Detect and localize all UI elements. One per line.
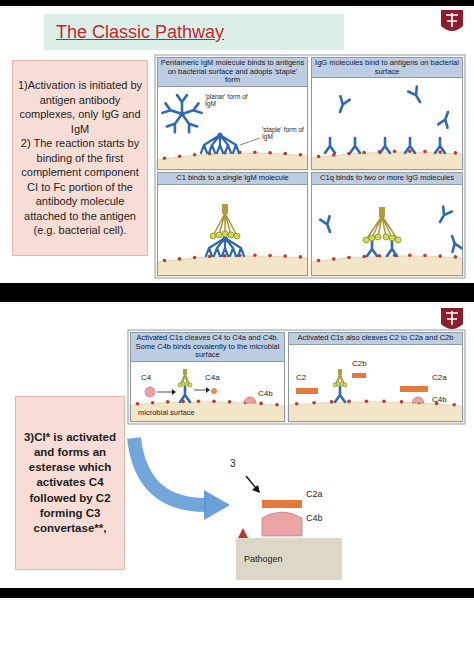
c1-complex [210,204,240,239]
surface-label: Pathogen [244,555,283,565]
bacterial-surface [157,256,308,276]
antigen-dot [312,401,316,405]
antigen-dot [283,254,287,258]
step-number: 3 [230,458,236,469]
antigen-dot [454,151,458,155]
logo [441,308,463,329]
antigen-dot [295,402,299,406]
note-box: 3)CI* is activated and forms an esterase… [15,396,125,570]
panel-caption: Activated C1s also cleaves C2 to C2a and… [289,333,462,345]
figure-panel: C1 binds to a single IgM molecule [157,172,308,276]
surface-label: microbial surface [138,409,195,417]
bacterial-surface [157,153,308,170]
antigen-dot [400,400,404,404]
logo [441,10,463,31]
antigen-dot [268,254,272,258]
antigen-dot [268,151,272,155]
note-text: 3)CI* is activated and forms an esterase… [20,430,120,536]
panel-caption: IgG molecules bind to antigens on bacter… [312,58,462,78]
antigen-dot [362,151,366,155]
antigen-dot [299,153,303,157]
component-label: C4b [306,514,323,524]
figure-panel: IgG molecules bind to antigens on bacter… [311,57,463,170]
panel-caption: C1 binds to a single IgM molecule [158,173,307,185]
antigen-dot [423,150,427,154]
panel-caption: Activated C1s cleaves C4 to C4a and C4b.… [131,333,284,362]
panel-caption: Pentameric IgM molecule binds to antigen… [158,58,307,87]
component-label: C2a [306,490,323,500]
note-box: 1)Activation is initiated by antigen ant… [12,60,148,256]
antigen-dot [393,150,397,154]
antigen-dot [408,254,412,258]
antigen-dot [452,403,456,407]
planar-igm [162,95,201,132]
figure-panel: C1q binds to two or more IgG molecules [311,172,463,276]
antigen-dot [317,155,321,159]
antigen-dot [228,400,232,404]
component-label: C4b [432,396,447,405]
figure-panel: Pentameric IgM molecule binds to antigen… [157,57,308,170]
antigen-dot [193,153,197,157]
antigen-dot [382,400,386,404]
antigen-dot [136,402,140,406]
component-label: C2a [432,374,447,383]
antigen-dot [253,151,257,155]
component-label: C2b [352,360,367,369]
component-label: C2 [296,374,306,383]
slide-title: The Classic Pathway [44,14,344,50]
antigen-dot [362,255,366,259]
component-label: C4 [141,374,151,383]
antigen-dot [163,259,167,263]
component-label: C4b [258,390,273,399]
bacterial-surface [288,402,463,422]
bacterial-surface [130,402,285,422]
antigen-dot [438,254,442,258]
antigen-dot [347,400,351,404]
antigen-dot [330,400,334,404]
antigen-dot [275,403,279,407]
antigen-dot [259,402,263,406]
c1-complex [363,207,401,243]
form-label: 'planar' form of IgM [205,93,255,107]
antigen-dot [197,399,201,403]
antigen-dot [212,400,216,404]
antigen-dot [454,255,458,259]
antigen-dot [178,155,182,159]
antigen-dot [193,256,197,260]
form-label: 'staple' form of IgM [262,126,307,140]
antigen-dot [423,254,427,258]
component-label: C4a [205,374,220,383]
antigen-dot [163,157,167,161]
antigen-dot [347,256,351,260]
antigen-dot [151,401,155,405]
antigen-dot [332,257,336,261]
note-text: 1)Activation is initiated by antigen ant… [17,78,143,136]
antigen-dot [317,259,321,263]
note-text: 2) The reaction starts by binding of the… [17,136,143,238]
antigen-dot [253,254,257,258]
antigen-dot [365,399,369,403]
antigen-dot [166,400,170,404]
bacterial-surface [311,256,463,276]
bacterial-surface [311,152,463,170]
antigen-dot [438,150,442,154]
antigen-dot [299,255,303,259]
antigen-dot [283,152,287,156]
antigen-dot [178,257,182,261]
panel-caption: C1q binds to two or more IgG molecules [312,173,462,185]
